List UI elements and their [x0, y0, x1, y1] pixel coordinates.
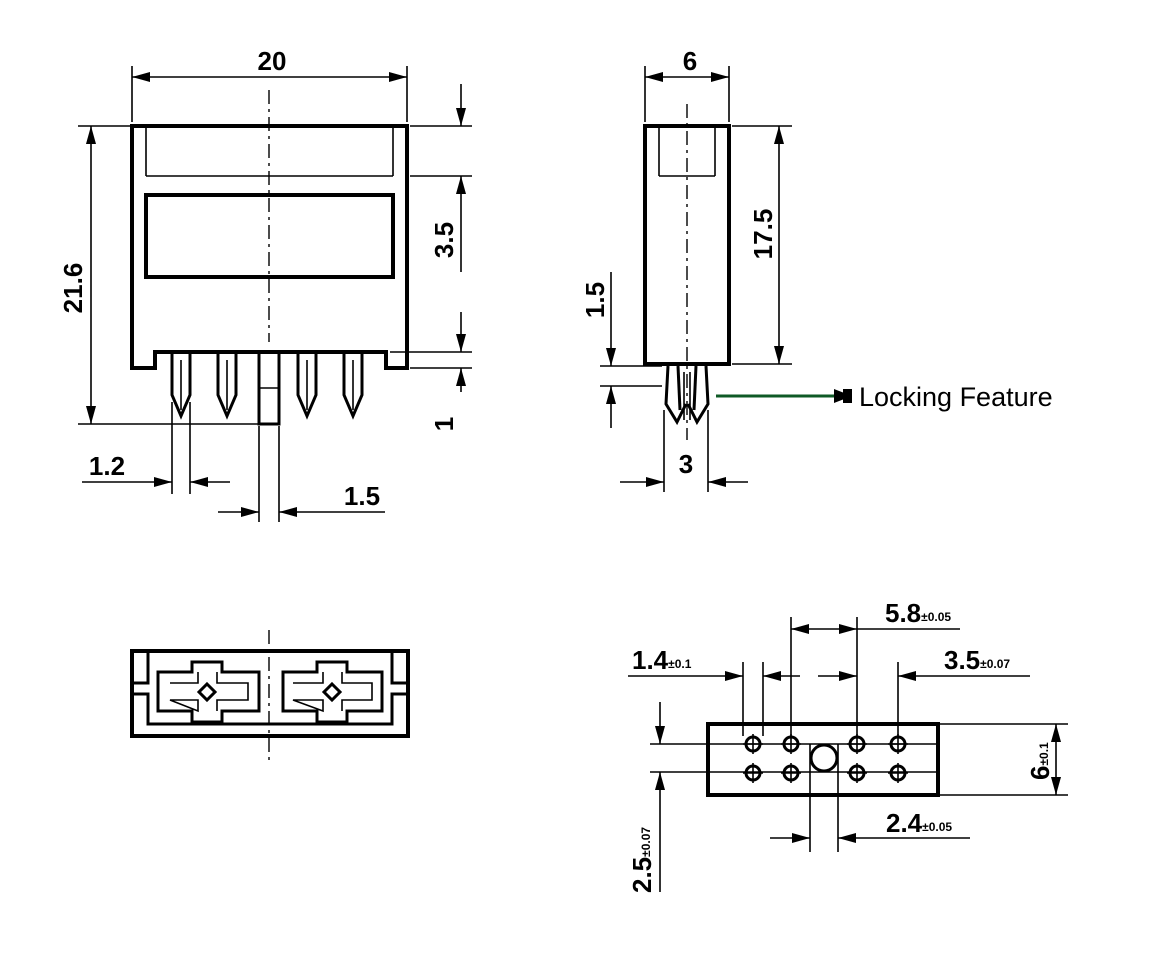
dim-depth-6: 6 — [683, 46, 697, 76]
dim-pin-1-2: 1.2 — [89, 451, 125, 481]
side-view: 6 17.5 1.5 3 Locking Feature — [580, 46, 1053, 492]
hole — [781, 734, 801, 754]
dim-window-3-5: 3.5 — [429, 222, 459, 258]
dim-1-4: 1.4 — [632, 645, 669, 675]
hole — [743, 763, 763, 783]
dim-latch-3: 3 — [679, 449, 693, 479]
hole — [847, 734, 867, 754]
dim-foot-1-5: 1.5 — [580, 282, 610, 318]
dim-protrusion-1: 1 — [429, 417, 459, 431]
dim-height-21-6: 21.6 — [58, 263, 88, 314]
dim-5-8-tol: ±0.05 — [921, 610, 951, 624]
dim-3-5-tol: ±0.07 — [980, 657, 1010, 671]
callout-locking-feature: Locking Feature — [859, 382, 1053, 412]
dim-body-17-5: 17.5 — [748, 209, 778, 260]
hole — [847, 763, 867, 783]
svg-text:2.4±0.05: 2.4±0.05 — [886, 808, 952, 838]
hole — [781, 763, 801, 783]
svg-text:1.4±0.1: 1.4±0.1 — [632, 645, 692, 675]
dim-6: 6 — [1025, 766, 1055, 780]
svg-text:2.5±0.07: 2.5±0.07 — [627, 827, 657, 893]
hole — [743, 734, 763, 754]
front-view: 20 21.6 3.5 1 1.2 — [58, 46, 472, 522]
peg-hole — [809, 743, 839, 773]
dim-2-4: 2.4 — [886, 808, 923, 838]
dim-1-4-tol: ±0.1 — [668, 657, 692, 671]
hole — [888, 734, 908, 754]
svg-text:5.8±0.05: 5.8±0.05 — [885, 598, 951, 628]
dim-2-5: 2.5 — [627, 857, 657, 893]
svg-text:6±0.1: 6±0.1 — [1025, 742, 1055, 780]
dim-2-5-tol: ±0.07 — [639, 827, 653, 857]
hole — [888, 763, 908, 783]
dim-3-5: 3.5 — [944, 645, 980, 675]
dim-5-8: 5.8 — [885, 598, 921, 628]
dim-width-20: 20 — [258, 46, 287, 76]
dim-2-4-tol: ±0.05 — [922, 820, 952, 834]
footprint-view: 5.8±0.05 1.4±0.1 3.5±0.07 6±0.1 2.4±0.05… — [627, 598, 1068, 893]
bottom-view — [130, 630, 410, 764]
dim-pitch-1-5: 1.5 — [344, 481, 380, 511]
dim-6-tol: ±0.1 — [1037, 742, 1051, 766]
svg-text:3.5±0.07: 3.5±0.07 — [944, 645, 1010, 675]
